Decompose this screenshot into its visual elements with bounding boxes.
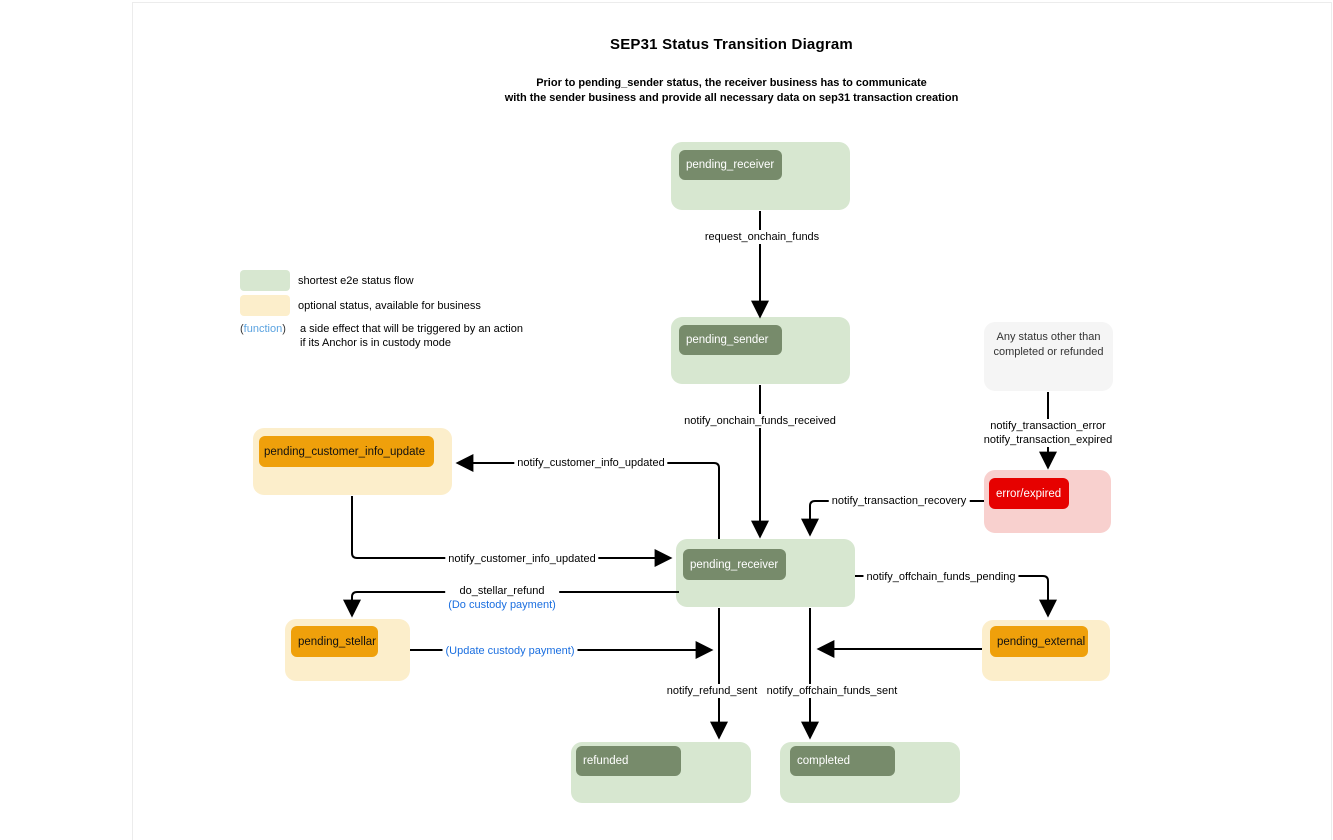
legend-green-swatch xyxy=(240,270,290,291)
edge-label-update-custody-payment: (Update custody payment) xyxy=(442,644,578,658)
edge-label-do-stellar-refund: do_stellar_refund (Do custody payment) xyxy=(445,584,559,612)
subtitle-line-2: with the sender business and provide all… xyxy=(504,92,959,104)
node-pending-external: pending_external xyxy=(982,620,1110,681)
node-refunded: refunded xyxy=(571,742,751,803)
node-label-pending-stellar: pending_stellar xyxy=(291,626,378,657)
legend-green-label: shortest e2e status flow xyxy=(298,275,414,287)
edge-label-notify-onchain-funds-received: notify_onchain_funds_received xyxy=(681,414,839,428)
node-completed: completed xyxy=(780,742,960,803)
node-pending-receiver-mid: pending_receiver xyxy=(676,539,855,607)
node-error-expired: error/expired xyxy=(984,470,1111,533)
edge-label-notify-transaction-recovery: notify_transaction_recovery xyxy=(828,494,970,508)
legend-yellow-label: optional status, available for business xyxy=(298,300,481,312)
node-pending-stellar: pending_stellar xyxy=(285,619,410,681)
page-subtitle: Prior to pending_sender status, the rece… xyxy=(132,76,1331,106)
node-label-pending-receiver-top: pending_receiver xyxy=(679,150,782,180)
node-label-pending-sender: pending_sender xyxy=(679,325,782,355)
edge-label-notify-offchain-funds-pending: notify_offchain_funds_pending xyxy=(863,570,1019,584)
node-pending-receiver-top: pending_receiver xyxy=(671,142,850,210)
edge-label-request-onchain-funds: request_onchain_funds xyxy=(701,230,823,244)
node-label-error-expired: error/expired xyxy=(989,478,1069,509)
legend-function-token: (function) xyxy=(240,323,286,335)
node-label-pending-external: pending_external xyxy=(990,626,1088,657)
any-status-note-text: Any status other than completed or refun… xyxy=(993,331,1104,358)
node-pending-sender: pending_sender xyxy=(671,317,850,384)
node-label-refunded: refunded xyxy=(576,746,681,776)
edge-label-notify-refund-sent: notify_refund_sent xyxy=(663,684,761,698)
legend-function-desc: a side effect that will be triggered by … xyxy=(300,323,523,349)
edge-label-notify-transaction-error-expired: notify_transaction_error notify_transact… xyxy=(980,419,1116,447)
node-label-pending-customer-info-update: pending_customer_info_update xyxy=(259,436,434,467)
edge-label-notify-offchain-funds-sent: notify_offchain_funds_sent xyxy=(763,684,901,698)
legend-yellow-swatch xyxy=(240,295,290,316)
page-title: SEP31 Status Transition Diagram xyxy=(610,36,853,53)
legend-function-word: function xyxy=(243,323,283,335)
edge-label-notify-customer-info-updated-bottom: notify_customer_info_updated xyxy=(445,552,599,566)
subtitle-line-1: Prior to pending_sender status, the rece… xyxy=(536,77,927,89)
node-pending-customer-info-update: pending_customer_info_update xyxy=(253,428,452,495)
edge-label-do-custody-payment: (Do custody payment) xyxy=(448,599,556,611)
node-label-completed: completed xyxy=(790,746,895,776)
node-label-pending-receiver-mid: pending_receiver xyxy=(683,549,786,580)
node-any-status-note: Any status other than completed or refun… xyxy=(984,322,1113,391)
edge-label-notify-customer-info-updated-top: notify_customer_info_updated xyxy=(514,456,668,470)
